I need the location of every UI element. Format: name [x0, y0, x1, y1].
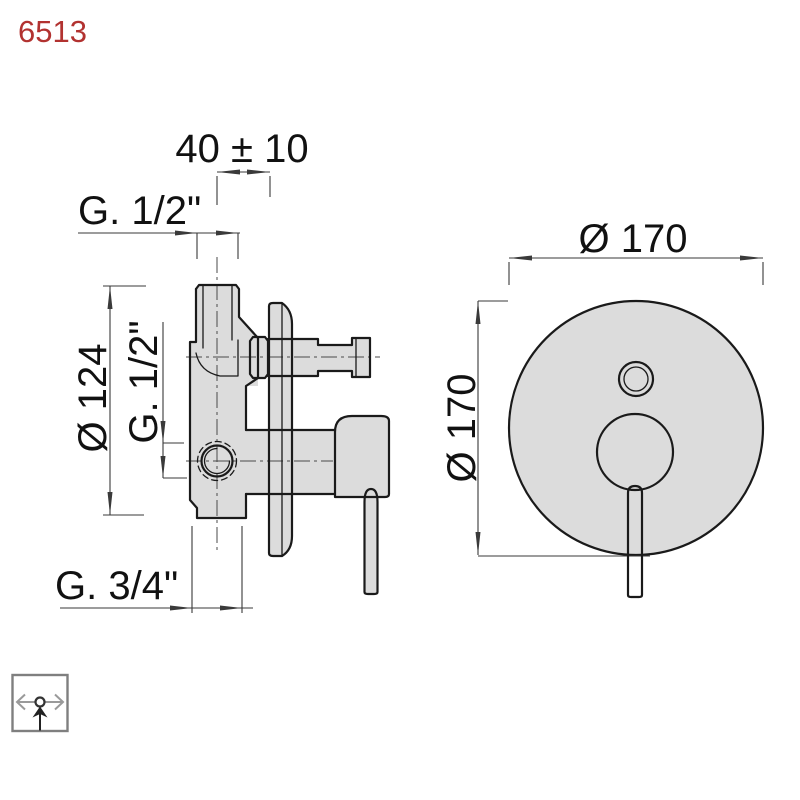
escutcheon-plate [509, 301, 763, 555]
diverter-button [617, 360, 655, 398]
handle-hub [595, 412, 675, 492]
side-view-centerlines [186, 257, 380, 550]
handle-lever [626, 484, 644, 599]
dim-plate-width-label: Ø 170 [579, 217, 688, 261]
dim-plate-height-label: Ø 170 [440, 374, 484, 483]
front-view-dimensions: Ø 170 Ø 170 [440, 217, 764, 557]
side-view-dimensions: 40 ± 10 G. 1/2" Ø 124 G. 1/2" G. 3/4" [55, 127, 309, 613]
flow-temperature-adjustment-icon [11, 673, 69, 733]
dim-bottom-inlet-label: G. 3/4" [55, 564, 178, 608]
dim-top-inlet-label: G. 1/2" [78, 189, 201, 233]
side-view-outlines [188, 283, 391, 596]
dim-body-diameter-label: Ø 124 [71, 344, 115, 453]
product-code: 6513 [18, 14, 87, 49]
thread-circle [196, 440, 238, 482]
side-view-drawing: 40 ± 10 G. 1/2" Ø 124 G. 1/2" G. 3/4" [55, 127, 391, 613]
dim-offset-label: 40 ± 10 [175, 127, 308, 171]
dim-mid-outlet-label: G. 1/2" [122, 320, 166, 443]
front-view-drawing: Ø 170 Ø 170 [440, 217, 765, 599]
